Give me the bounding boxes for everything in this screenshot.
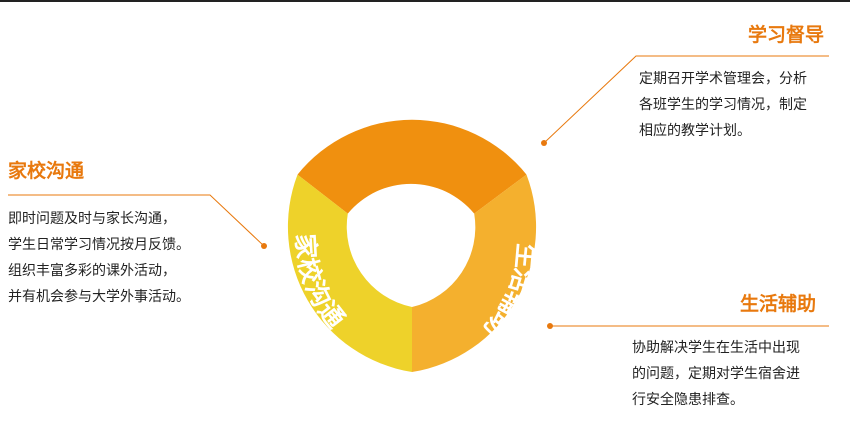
description-line: 相应的教学计划。	[639, 123, 751, 139]
description-line: 定期召开学术管理会，分析	[639, 71, 807, 87]
description-line: 组织丰富多彩的课外活动，	[8, 263, 176, 279]
connector-line-home	[8, 194, 265, 247]
description-line: 各班学生的学习情况，制定	[639, 97, 807, 113]
ring-segment-life	[412, 174, 537, 372]
heading-life: 生活辅助	[740, 293, 817, 315]
description-line: 即时问题及时与家长沟通，	[8, 211, 176, 227]
ring-segment-supervision	[297, 119, 527, 214]
description-home: 即时问题及时与家长沟通， 学生日常学习情况按月反馈。 组织丰富多彩的课外活动， …	[8, 206, 190, 310]
description-line: 行安全隐患排查。	[632, 392, 744, 408]
connector-dot-life	[547, 323, 553, 329]
connector-dot-supervision	[541, 140, 547, 146]
connector-dot-home	[261, 243, 267, 249]
heading-supervision: 学习督导	[748, 24, 825, 46]
top-border-line	[0, 0, 850, 2]
description-line: 并有机会参与大学外事活动。	[8, 289, 190, 305]
heading-home: 家校沟通	[8, 160, 85, 182]
description-life: 协助解决学生在生活中出现 的问题，定期对学生宿舍进 行安全隐患排查。	[632, 335, 800, 413]
description-line: 协助解决学生在生活中出现	[632, 340, 800, 356]
description-line: 学生日常学习情况按月反馈。	[8, 237, 190, 253]
ring-segment-home	[287, 174, 412, 372]
description-supervision: 定期召开学术管理会，分析 各班学生的学习情况，制定 相应的教学计划。	[639, 66, 807, 144]
connector-line-supervision	[543, 55, 829, 144]
description-line: 的问题，定期对学生宿舍进	[632, 366, 800, 382]
